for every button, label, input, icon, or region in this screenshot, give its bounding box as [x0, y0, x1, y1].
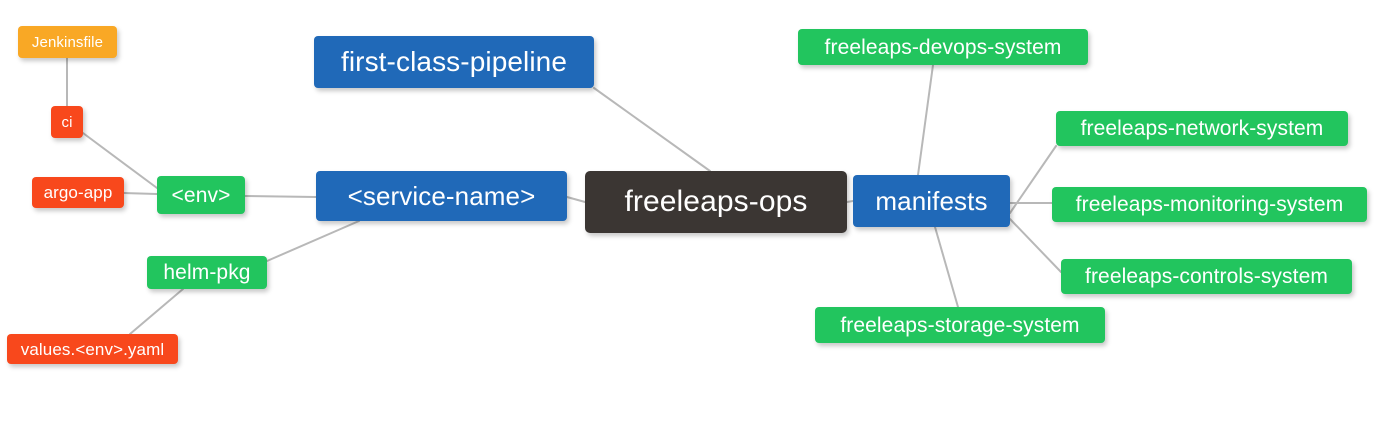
node-label: freeleaps-monitoring-system: [1075, 193, 1344, 216]
edge-manifests-to-freeleaps-storage-system: [934, 226, 959, 308]
node-label: <service-name>: [347, 181, 536, 211]
node-label: argo-app: [43, 183, 113, 202]
node-label: <env>: [171, 183, 231, 207]
node-label: freeleaps-controls-system: [1085, 265, 1328, 288]
node-manifests[interactable]: manifests: [853, 175, 1010, 227]
edge-service-name-to-helm-pkg: [266, 220, 360, 262]
node-freeleaps-devops-system[interactable]: freeleaps-devops-system: [798, 29, 1088, 65]
edge-manifests-to-freeleaps-network-system: [1009, 145, 1057, 214]
edge-freeleaps-ops-to-first-class-pipeline: [593, 87, 711, 172]
node-freeleaps-storage-system[interactable]: freeleaps-storage-system: [815, 307, 1105, 343]
node-label: helm-pkg: [163, 261, 251, 284]
edge-manifests-to-freeleaps-devops-system: [917, 64, 934, 176]
node-freeleaps-monitoring-system[interactable]: freeleaps-monitoring-system: [1052, 187, 1367, 222]
node-label: Jenkinsfile: [31, 33, 104, 51]
node-label: manifests: [875, 186, 988, 216]
node-label: freeleaps-ops: [624, 185, 808, 218]
node-first-class-pipeline[interactable]: first-class-pipeline: [314, 36, 594, 88]
node-helm-pkg[interactable]: helm-pkg: [147, 256, 267, 289]
node-ci[interactable]: ci: [51, 106, 83, 138]
node-label: ci: [61, 113, 73, 131]
node-label: freeleaps-network-system: [1080, 117, 1324, 140]
node-label: values.<env>.yaml: [20, 339, 165, 359]
node-env[interactable]: <env>: [157, 176, 245, 214]
edge-freeleaps-ops-to-service-name: [566, 196, 586, 203]
node-label: first-class-pipeline: [340, 46, 568, 77]
node-jenkinsfile[interactable]: Jenkinsfile: [18, 26, 117, 58]
node-label: freeleaps-devops-system: [824, 35, 1062, 59]
node-values-env-yaml[interactable]: values.<env>.yaml: [7, 334, 178, 364]
node-freeleaps-controls-system[interactable]: freeleaps-controls-system: [1061, 259, 1352, 294]
edge-service-name-to-env: [244, 195, 317, 198]
node-service-name[interactable]: <service-name>: [316, 171, 567, 221]
node-freeleaps-ops[interactable]: freeleaps-ops: [585, 171, 847, 233]
node-freeleaps-network-system[interactable]: freeleaps-network-system: [1056, 111, 1348, 146]
edge-env-to-argo-app: [123, 192, 158, 195]
node-label: freeleaps-storage-system: [840, 313, 1080, 337]
edge-helm-pkg-to-values-env-yaml: [129, 288, 184, 335]
node-argo-app[interactable]: argo-app: [32, 177, 124, 208]
edge-manifests-to-freeleaps-controls-system: [1009, 218, 1062, 273]
